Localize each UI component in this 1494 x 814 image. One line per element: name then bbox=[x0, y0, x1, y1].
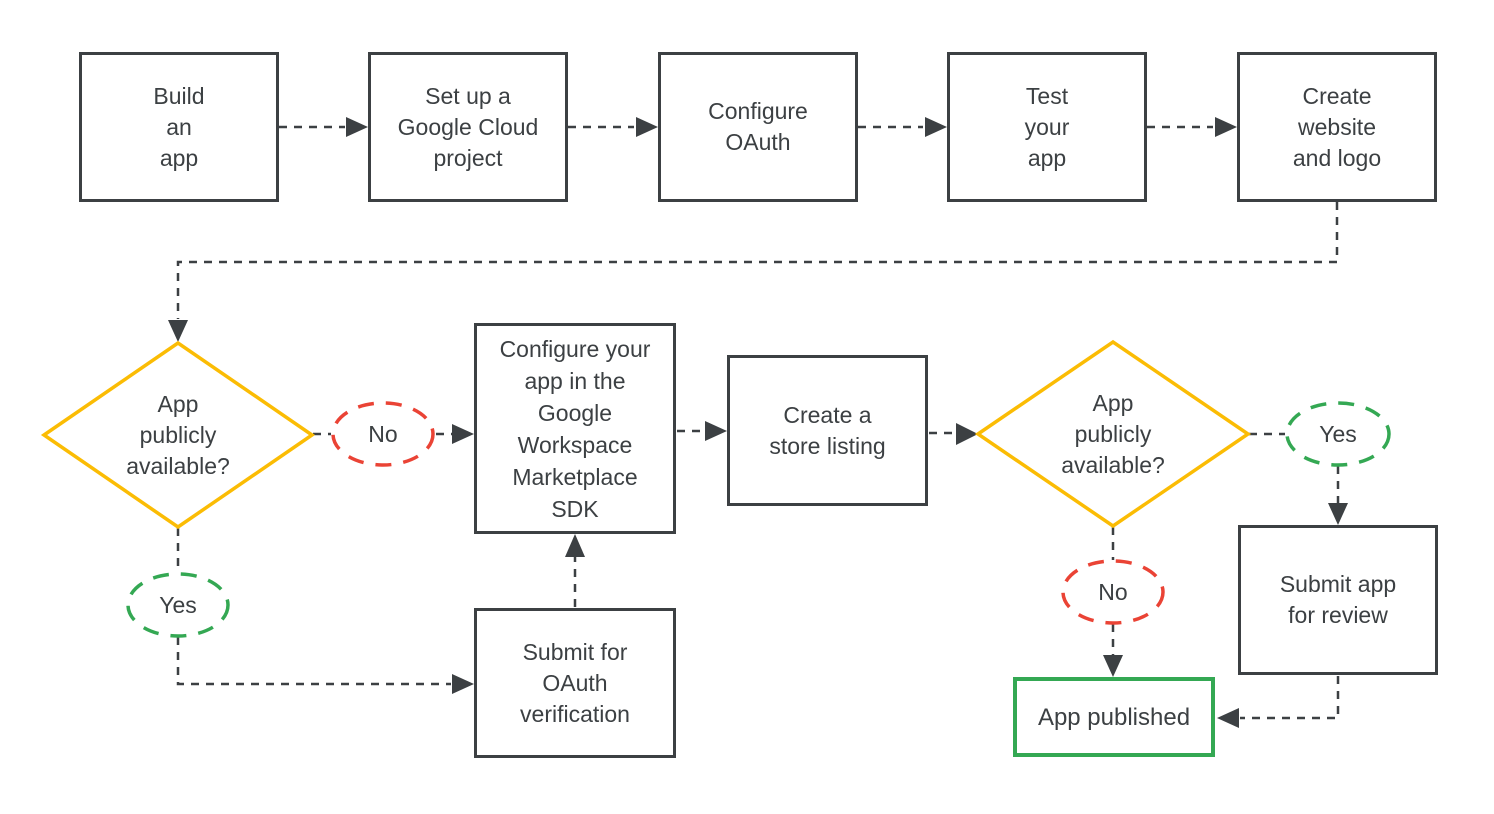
connector-review-to-published bbox=[1240, 676, 1340, 720]
yes1-outline bbox=[126, 572, 230, 638]
arrowhead-icon bbox=[452, 674, 474, 694]
decision-app-publicly-available-2: App publicly available? bbox=[1061, 389, 1165, 478]
node-app-published: App published bbox=[1013, 677, 1215, 757]
node-test-app: Test your app bbox=[947, 52, 1147, 202]
node-marketplace-sdk: Configure your app in the Google Workspa… bbox=[474, 323, 676, 534]
arrowhead-icon bbox=[565, 534, 585, 557]
node-submit-oauth-verification: Submit for OAuth verification bbox=[474, 608, 676, 758]
arrowhead-icon bbox=[705, 421, 727, 441]
arrowhead-icon bbox=[346, 117, 368, 137]
no1-outline bbox=[331, 401, 435, 467]
connector-website-to-decision1 bbox=[176, 202, 1339, 319]
decision2-diamond bbox=[974, 339, 1252, 529]
node-submit-app-review: Submit app for review bbox=[1238, 525, 1438, 675]
no2-outline bbox=[1061, 559, 1165, 625]
connector-yes1-to-oauth-verification bbox=[176, 637, 451, 686]
node-configure-oauth: Configure OAuth bbox=[658, 52, 858, 202]
decision-app-publicly-available-1: App publicly available? bbox=[126, 390, 230, 479]
node-setup-cloud-project: Set up a Google Cloud project bbox=[368, 52, 568, 202]
arrowhead-icon bbox=[636, 117, 658, 137]
arrowhead-icon bbox=[168, 320, 188, 342]
node-create-website-logo: Create website and logo bbox=[1237, 52, 1437, 202]
label-yes-1: Yes bbox=[159, 591, 197, 618]
yes2-outline bbox=[1285, 401, 1391, 467]
label-no-2: No bbox=[1098, 578, 1128, 605]
node-build-app: Build an app bbox=[79, 52, 279, 202]
arrowhead-icon bbox=[925, 117, 947, 137]
arrowhead-icon bbox=[956, 423, 978, 445]
arrowhead-icon bbox=[1103, 655, 1123, 677]
node-store-listing: Create a store listing bbox=[727, 355, 928, 506]
decision1-diamond bbox=[40, 340, 316, 530]
arrowhead-icon bbox=[1215, 117, 1237, 137]
arrowhead-icon bbox=[452, 424, 474, 444]
label-yes-2: Yes bbox=[1319, 420, 1357, 447]
arrowhead-icon bbox=[1217, 708, 1239, 728]
arrowhead-icon bbox=[1328, 503, 1348, 525]
label-no-1: No bbox=[368, 420, 398, 447]
